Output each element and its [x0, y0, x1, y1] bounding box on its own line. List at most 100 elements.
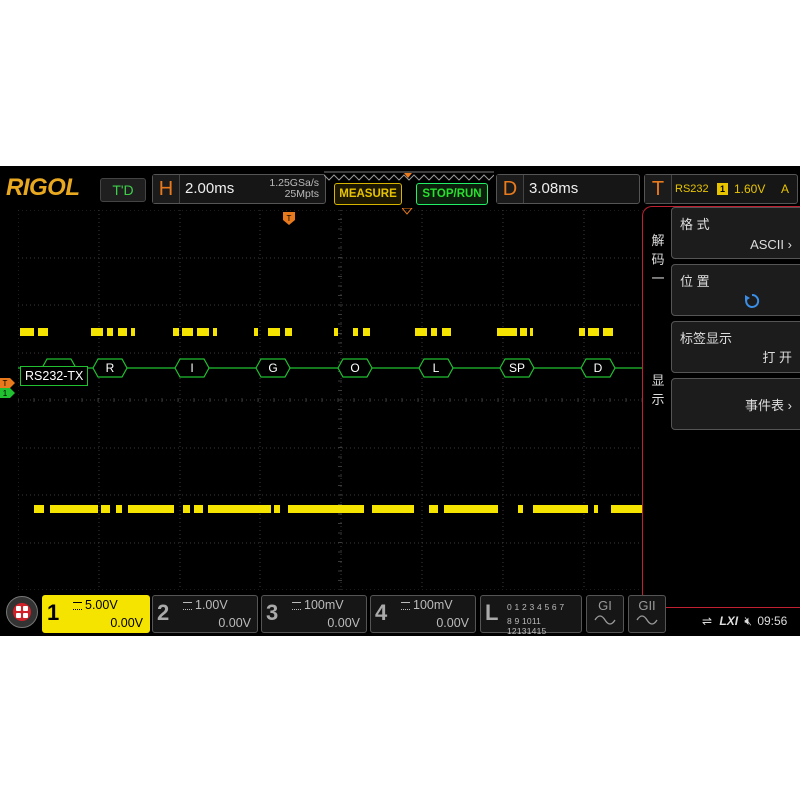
clock: 09:56 — [757, 614, 788, 628]
ch1-pulse — [254, 328, 258, 336]
decode-frame — [92, 358, 128, 378]
decode-frame — [499, 358, 535, 378]
ch1-pulse — [285, 328, 292, 336]
ch1-offset-marker: 1 — [3, 389, 8, 398]
trigger-label: T — [645, 175, 672, 203]
measure-button[interactable]: MEASURE — [334, 183, 402, 205]
trigger-channel: 1 — [717, 183, 728, 195]
ch1-pulse — [182, 328, 193, 336]
decode-frame — [255, 358, 291, 378]
home-button[interactable] — [6, 596, 38, 628]
trigger-position-marker: T — [283, 212, 295, 225]
channel-2-box[interactable]: 2 1.00V 0.00V — [152, 595, 258, 633]
ch1-pulse — [520, 328, 527, 336]
menu-group-display: 显 示 — [651, 373, 665, 407]
ch1-pulse — [429, 505, 438, 513]
ch1-pulse — [268, 328, 280, 336]
logic-channels-box[interactable]: L 0 1 2 3 4 5 6 7 8 9 1011 12131415 — [480, 595, 582, 636]
trigger-box[interactable]: T RS232 1 1.60V A — [644, 174, 798, 204]
channel-1-box[interactable]: 1 5.00V 0.00V — [42, 595, 150, 633]
decode-frame — [418, 358, 454, 378]
sine-wave-icon — [594, 615, 616, 625]
usb-icon: ⇌ — [702, 614, 713, 628]
ch1-waveform-lower — [34, 505, 666, 513]
rigol-logo: RIGOL — [6, 174, 80, 201]
menu-item-label-display[interactable]: 标签显示 打 开 — [671, 321, 800, 373]
bus-label: RS232-TX — [20, 366, 89, 386]
trigger-level-marker: T — [3, 379, 8, 388]
trigger-level: 1.60V — [734, 182, 766, 196]
decode-frame — [580, 358, 616, 378]
ch1-pulse — [20, 328, 34, 336]
ch1-pulse — [183, 505, 190, 513]
ch1-pulse — [208, 505, 271, 513]
ch1-pulse — [588, 328, 599, 336]
ch1-pulse — [372, 505, 414, 513]
ch1-pulse — [118, 328, 127, 336]
ch1-pulse — [353, 328, 358, 336]
stop-run-button[interactable]: STOP/RUN — [416, 183, 488, 205]
decode-frame — [174, 358, 210, 378]
ch1-pulse — [444, 505, 498, 513]
decode-side-menu: 解 码 一 显 示 格 式 ASCII › 位 置 标签显示 打 开 事件表 › — [642, 206, 800, 608]
horizontal-timebase-box[interactable]: H 2.00ms 1.25GSa/s 25Mpts — [152, 174, 326, 204]
ch1-pulse — [213, 328, 217, 336]
lxi-icon: LXI — [719, 614, 739, 628]
generator-2-box[interactable]: GII — [628, 595, 666, 633]
decode-frame-label: L — [433, 361, 440, 375]
ch1-pulse — [288, 505, 364, 513]
home-icon — [13, 603, 31, 621]
svg-text:T: T — [287, 214, 292, 223]
chevron-right-icon: › — [784, 398, 792, 413]
decode-frame — [337, 358, 373, 378]
channel-3-box[interactable]: 3 100mV 0.00V — [261, 595, 367, 633]
generator-1-box[interactable]: GI — [586, 595, 624, 633]
ch1-pulse — [497, 328, 517, 336]
channel-markers[interactable]: T 1 — [0, 376, 18, 400]
status-bar: ⇌ LXI 🔇︎ 09:56 — [702, 614, 787, 629]
ch1-pulse — [194, 505, 203, 513]
ch1-pulse — [107, 328, 113, 336]
delay-box[interactable]: D 3.08ms — [496, 174, 640, 204]
ch1-pulse — [34, 505, 44, 513]
chevron-right-icon: › — [784, 237, 792, 252]
ch1-pulse — [603, 328, 613, 336]
ch1-pulse — [197, 328, 209, 336]
trigger-source: RS232 — [675, 183, 709, 195]
memory-position-indicator — [324, 171, 494, 181]
decode-frame-label: O — [350, 361, 359, 375]
channel-4-box[interactable]: 4 100mV 0.00V — [370, 595, 476, 633]
ch1-pulse — [363, 328, 370, 336]
decode-frame-label: R — [106, 361, 115, 375]
decode-frame-label: I — [190, 361, 193, 375]
dc-coupling-icon — [292, 601, 301, 610]
horizontal-label: H — [153, 175, 180, 203]
ch1-pulse — [518, 505, 523, 513]
menu-item-position[interactable]: 位 置 — [671, 264, 800, 316]
timebase-value: 2.00ms — [185, 180, 235, 197]
delay-label: D — [497, 175, 524, 203]
sine-wave-icon — [636, 615, 658, 625]
decode-frame-label: D — [594, 361, 603, 375]
ch1-pulse — [415, 328, 427, 336]
menu-item-format[interactable]: 格 式 ASCII › — [671, 207, 800, 259]
sample-rate: 1.25GSa/s — [269, 177, 319, 189]
ch1-pulse — [442, 328, 451, 336]
ch1-pulse — [334, 328, 338, 336]
menu-item-event-table[interactable]: 事件表 › — [671, 378, 800, 430]
dc-coupling-icon — [183, 601, 192, 610]
ch1-pulse — [131, 328, 135, 336]
decode-frame-label: G — [268, 361, 277, 375]
rotate-knob-icon — [745, 293, 760, 308]
speaker-mute-icon[interactable]: 🔇︎ — [744, 614, 752, 628]
dc-coupling-icon — [73, 601, 82, 610]
ch1-pulse — [50, 505, 98, 513]
dc-coupling-icon — [401, 601, 410, 610]
ch1-pulse — [611, 505, 666, 513]
trigger-mode: A — [780, 182, 789, 196]
ch1-pulse — [579, 328, 585, 336]
memory-depth: 25Mpts — [284, 188, 319, 200]
delay-value: 3.08ms — [529, 180, 579, 197]
ch1-pulse — [101, 505, 110, 513]
